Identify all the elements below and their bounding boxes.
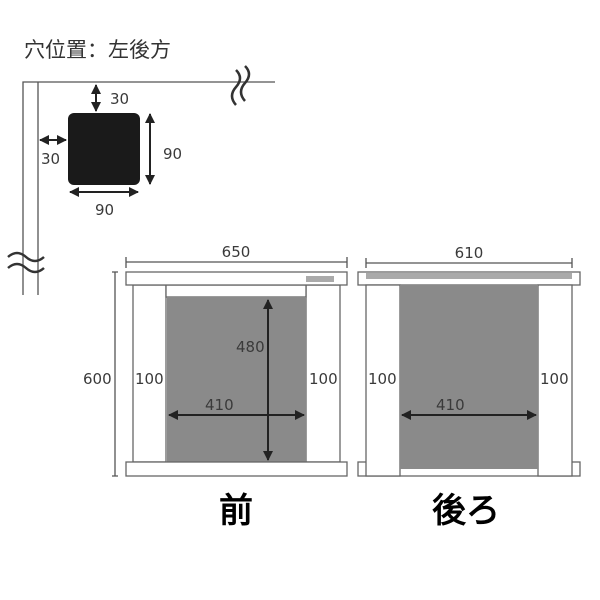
hole-height-label: 90 — [163, 145, 182, 163]
front-right-side-label: 100 — [309, 370, 338, 388]
hole-width-label: 90 — [95, 201, 114, 219]
front-bottom-board — [125, 461, 348, 477]
front-opening-width-label: 410 — [205, 396, 234, 414]
back-width-label: 610 — [455, 244, 484, 262]
front-top-board — [125, 271, 348, 286]
left-offset-label: 30 — [41, 150, 60, 168]
front-height-dim — [112, 271, 118, 477]
hole-corner-detail: 30 30 90 90 — [7, 65, 275, 295]
front-view: 650 600 480 410 100 100 前 — [83, 243, 348, 531]
front-label: 前 — [219, 491, 253, 531]
back-right-side-label: 100 — [540, 370, 569, 388]
back-opening-width-label: 410 — [436, 396, 465, 414]
back-view: 610 410 100 100 後ろ — [357, 244, 581, 531]
front-left-side-label: 100 — [135, 370, 164, 388]
front-opening-panel — [167, 297, 306, 462]
break-mark-vertical — [7, 251, 45, 274]
back-opening-panel — [400, 285, 538, 469]
hole-position-title: 穴位置：左後方 — [24, 38, 171, 62]
back-width-dim — [365, 258, 573, 268]
top-offset-label: 30 — [110, 90, 129, 108]
back-left-side-label: 100 — [368, 370, 397, 388]
front-opening-height-label: 480 — [236, 338, 265, 356]
front-width-dim — [125, 257, 348, 268]
break-mark-horizontal — [230, 65, 251, 106]
outer-edge — [22, 81, 275, 295]
back-label: 後ろ — [432, 491, 500, 531]
front-height-label: 600 — [83, 370, 112, 388]
front-width-label: 650 — [222, 243, 251, 261]
hole-square — [68, 113, 140, 185]
